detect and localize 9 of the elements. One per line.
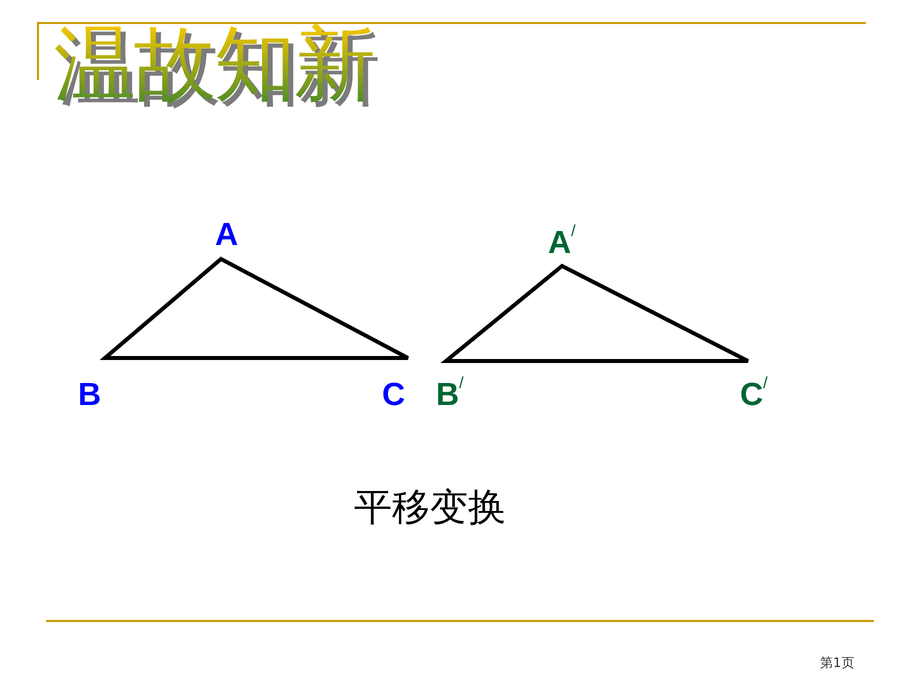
vertex-label: A$^{/}$ [548, 226, 576, 258]
title: 温故知新 [54, 24, 374, 106]
vertex-label: B$^{/}$ [436, 378, 464, 410]
vertex-label: A [215, 218, 238, 250]
vertex-label: C [382, 378, 406, 410]
vertex-label: B [78, 378, 102, 410]
caption-text: 平移变换 [354, 488, 506, 526]
page-number: 第1页 [820, 657, 854, 670]
vertex-label: C$^{/}$ [740, 378, 768, 410]
